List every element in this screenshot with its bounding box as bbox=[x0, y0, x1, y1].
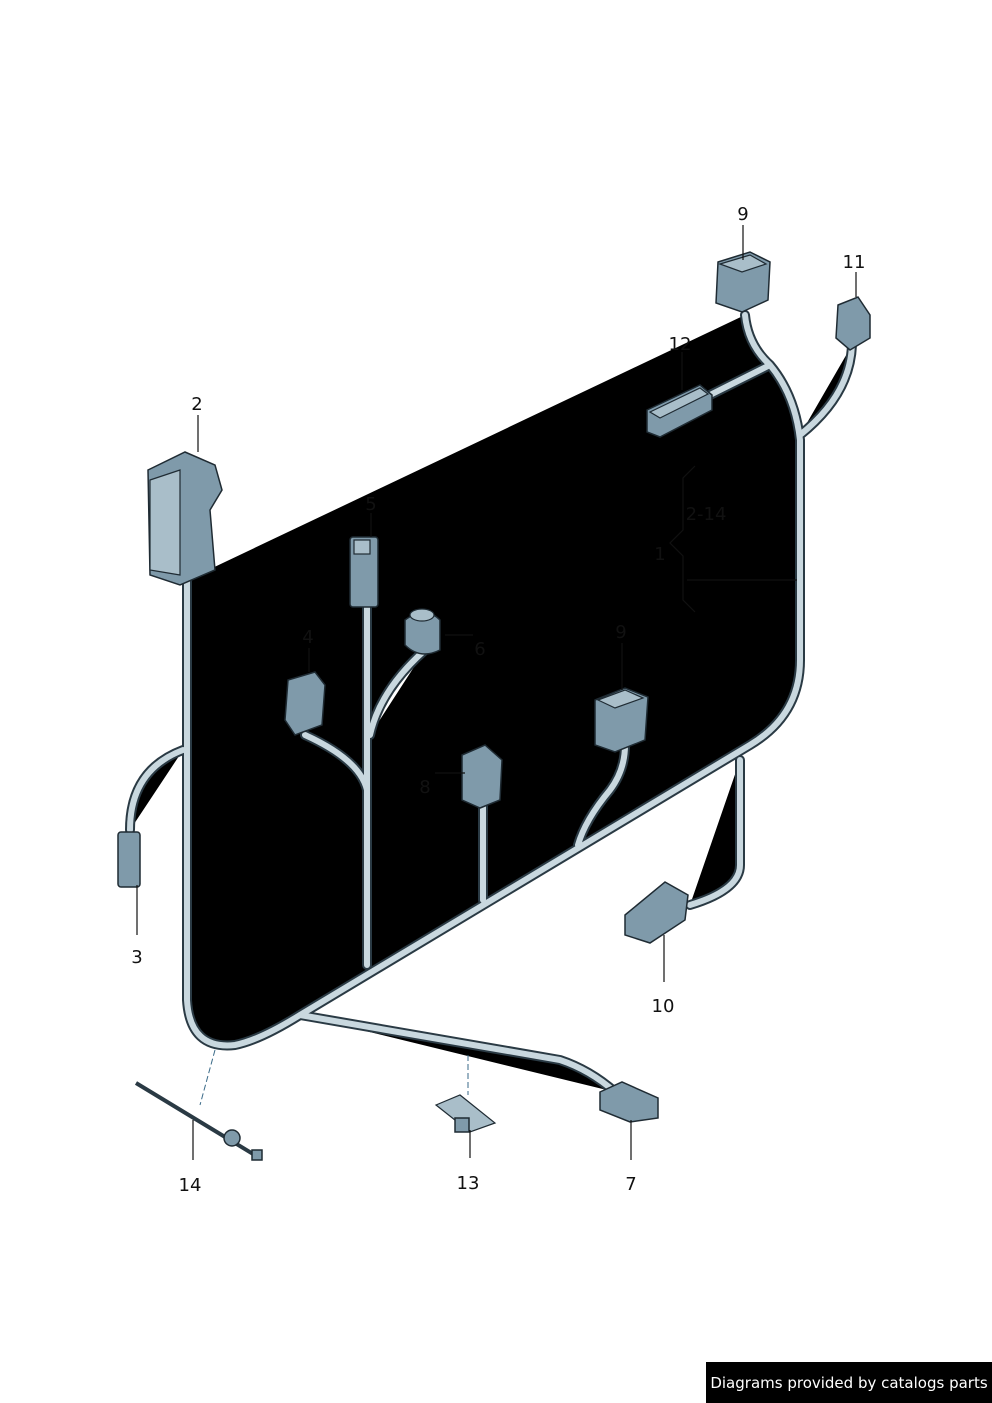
label-9-lower: 9 bbox=[615, 622, 627, 643]
clip-13[interactable] bbox=[434, 1094, 497, 1133]
label-11: 11 bbox=[842, 252, 866, 273]
harness-cables bbox=[130, 315, 852, 1092]
label-2: 2 bbox=[191, 394, 203, 415]
connector-5[interactable] bbox=[349, 536, 379, 608]
label-8: 8 bbox=[419, 777, 431, 798]
label-6: 6 bbox=[474, 639, 486, 660]
leader-lines bbox=[136, 225, 857, 1160]
connector-12[interactable] bbox=[646, 384, 713, 438]
connector-9-upper[interactable] bbox=[715, 251, 771, 313]
connector-4[interactable] bbox=[284, 671, 326, 736]
cable-tie-14[interactable] bbox=[134, 1081, 263, 1161]
connector-6[interactable] bbox=[404, 608, 441, 655]
connector-8[interactable] bbox=[461, 744, 503, 809]
connector-10[interactable] bbox=[624, 881, 689, 944]
label-10: 10 bbox=[651, 996, 675, 1017]
label-14: 14 bbox=[178, 1175, 202, 1196]
connector-11[interactable] bbox=[835, 296, 871, 351]
connector-9-lower[interactable] bbox=[594, 687, 649, 753]
connector-2[interactable] bbox=[147, 451, 223, 586]
label-7: 7 bbox=[625, 1174, 637, 1195]
label-12: 12 bbox=[668, 334, 692, 355]
label-3: 3 bbox=[131, 947, 143, 968]
footer-credit: Diagrams provided by catalogs parts bbox=[706, 1362, 992, 1403]
label-4: 4 bbox=[302, 627, 314, 648]
connector-3[interactable] bbox=[117, 831, 141, 888]
label-9-upper: 9 bbox=[737, 204, 749, 225]
label-2-14: 2-14 bbox=[685, 504, 727, 525]
label-1: 1 bbox=[654, 544, 666, 565]
label-13: 13 bbox=[456, 1173, 480, 1194]
dash-lines bbox=[199, 1049, 469, 1106]
label-5: 5 bbox=[365, 494, 377, 515]
connector-7[interactable] bbox=[599, 1081, 659, 1123]
